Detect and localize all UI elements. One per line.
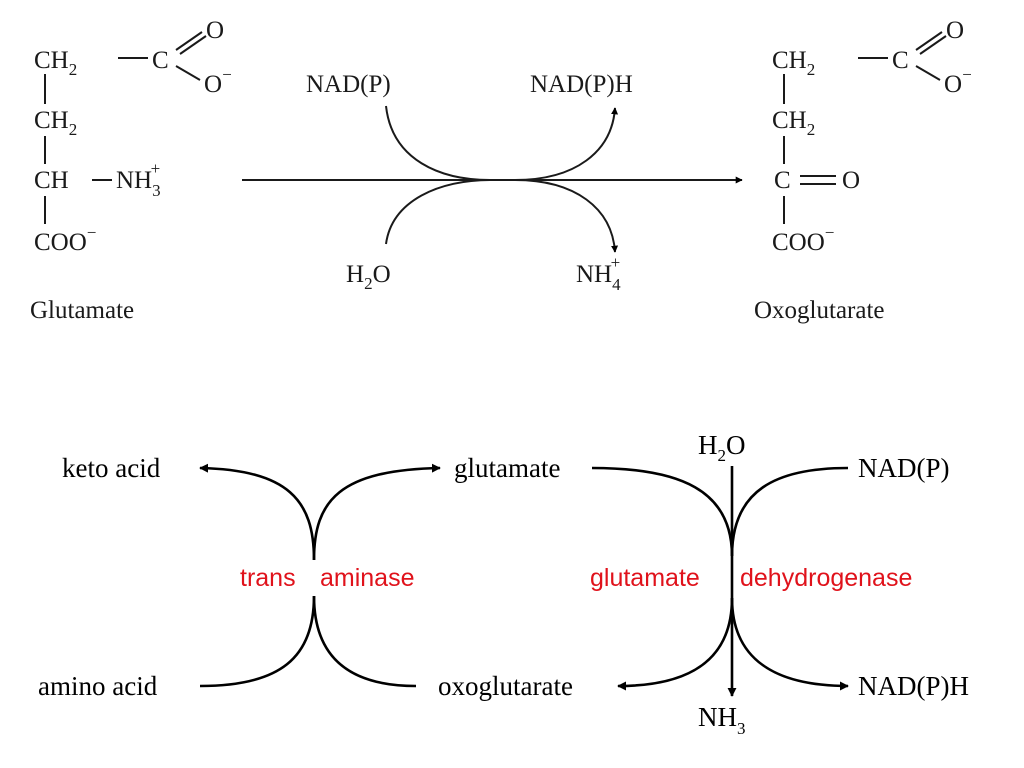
glutamate-c4-ch2: CH2 xyxy=(34,107,77,139)
transaminase-label-part2: aminase xyxy=(320,564,415,592)
oxoglutarate-keto-carbon: C xyxy=(774,167,791,194)
oxoglutarate-carboxyl-carbon: C xyxy=(892,47,909,74)
glutamate-alpha-carboxylate: COO− xyxy=(34,223,96,256)
glutamate-amino-group: NH3+ xyxy=(116,159,161,200)
from-oxoglutarate-arc xyxy=(312,595,417,688)
ammonium-arc xyxy=(514,179,619,253)
oxoglutarate-carboxylate-oxygen: O− xyxy=(944,65,972,98)
glutamate-carboxyl-carbon: C xyxy=(152,47,169,74)
oxoglutarate-structure: CH2 C O O− CH2 C O COO− Oxoglutarate xyxy=(754,17,972,324)
water-arc xyxy=(385,179,491,245)
keto-acid-label: keto acid xyxy=(62,453,161,483)
reaction-arrows xyxy=(242,105,743,253)
keto-acid-arc xyxy=(199,463,316,561)
oxoglutarate-out-arc xyxy=(617,597,734,691)
amino-acid-label: amino acid xyxy=(38,671,158,701)
transaminase-label-part1: trans xyxy=(240,564,296,592)
glutamate-name: Glutamate xyxy=(30,297,134,324)
glutamate-carboxylate-oxygen: O− xyxy=(204,65,232,98)
cofactor-out-arc xyxy=(514,107,619,181)
cofactor-nadp: NAD(P) xyxy=(306,71,391,98)
coupled-cycle-arcs xyxy=(199,463,849,697)
amino-acid-arc xyxy=(199,595,316,688)
gdh-label-part1: glutamate xyxy=(590,564,700,592)
glutamate-structure: CH2 C O O− CH2 CH NH3+ COO− Glutamate xyxy=(30,17,232,324)
nadph-out-arc xyxy=(730,597,849,691)
bond xyxy=(915,65,941,81)
cofactor-in-arc xyxy=(385,105,491,181)
bond xyxy=(175,65,201,81)
oxoglutarate-name: Oxoglutarate xyxy=(754,297,885,324)
glutamate-label: glutamate xyxy=(454,453,560,483)
to-glutamate-arc xyxy=(312,463,441,561)
glutamate-in-arc xyxy=(591,466,734,557)
nadph-label: NAD(P)H xyxy=(858,671,969,701)
bond xyxy=(179,35,207,55)
nadp-in-arc xyxy=(730,466,849,557)
nadp-label: NAD(P) xyxy=(858,453,950,483)
oxoglutarate-alpha-carboxylate: COO− xyxy=(772,223,834,256)
cofactor-nadph: NAD(P)H xyxy=(530,71,633,98)
oxoglutarate-c4-ch2: CH2 xyxy=(772,107,815,139)
water-reactant: H2O xyxy=(346,261,391,293)
ammonia-label: NH3 xyxy=(698,702,746,738)
glutamate-c5-ch2: CH2 xyxy=(34,47,77,79)
water-label: H2O xyxy=(698,430,746,465)
gdh-label-part2: dehydrogenase xyxy=(740,564,912,592)
bond xyxy=(175,31,203,51)
oxoglutarate-keto-oxygen: O xyxy=(842,167,860,194)
oxoglutarate-c5-ch2: CH2 xyxy=(772,47,815,79)
oxoglutarate-label: oxoglutarate xyxy=(438,671,573,701)
oxoglutarate-carbonyl-oxygen: O xyxy=(946,17,964,44)
ammonium-product: NH4+ xyxy=(576,253,621,294)
bond xyxy=(915,31,943,51)
bond xyxy=(919,35,947,55)
glutamate-alpha-carbon: CH xyxy=(34,167,69,194)
glutamate-carbonyl-oxygen: O xyxy=(206,17,224,44)
